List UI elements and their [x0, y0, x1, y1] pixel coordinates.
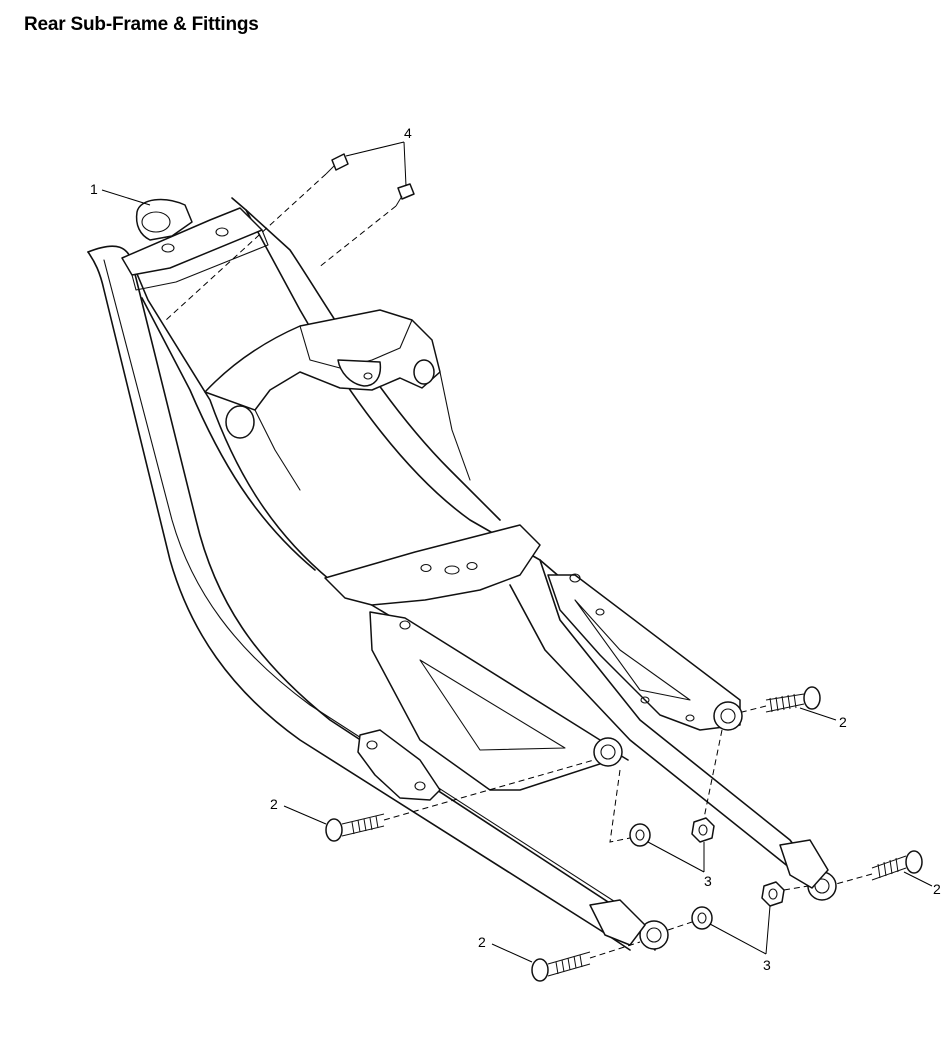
callout-3-lower: 3: [763, 957, 771, 973]
installation-lines: [165, 173, 873, 959]
nut-3-b: [761, 881, 785, 907]
washer-3-a: [629, 823, 651, 847]
diagram-title: Rear Sub-Frame & Fittings: [24, 14, 259, 35]
bolt-2-bottom: [531, 951, 591, 982]
nut-3-a: [691, 817, 715, 843]
callout-2-left: 2: [270, 796, 278, 812]
callout-4: 4: [404, 125, 412, 141]
bolt-4-a: [325, 153, 349, 175]
callout-2-right-lower: 2: [933, 881, 941, 897]
bolt-4-b: [395, 183, 415, 207]
callout-1: 1: [90, 181, 98, 197]
bolt-2-left: [325, 813, 385, 842]
callout-3-upper: 3: [704, 873, 712, 889]
bolt-2-right-lower: [871, 850, 923, 881]
leader-lines: [101, 141, 933, 963]
bolt-2-right-upper: [765, 686, 821, 713]
callout-2-bottom: 2: [478, 934, 486, 950]
rear-subframe: [87, 197, 837, 951]
callout-2-right-upper: 2: [839, 714, 847, 730]
washer-3-b: [691, 906, 713, 930]
